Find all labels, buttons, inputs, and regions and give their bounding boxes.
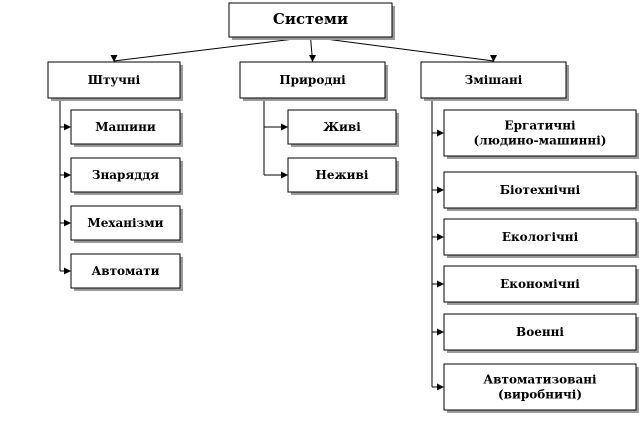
- category-natural-child-1: Неживі: [287, 157, 399, 195]
- category-mixed-child-2-frame: [443, 218, 637, 256]
- category-artificial-child-3-arrow: [64, 267, 71, 275]
- category-artificial-child-0-frame: [70, 109, 181, 145]
- category-natural: Природні: [239, 61, 388, 101]
- category-mixed-child-5-arrow: [437, 383, 444, 391]
- category-natural-child-0-frame: [287, 109, 397, 145]
- category-natural-frame: [239, 61, 386, 99]
- category-natural-child-1-label: Неживі: [316, 168, 369, 182]
- category-artificial-frame: [47, 61, 181, 99]
- root-node-frame: [228, 2, 393, 38]
- category-artificial-child-1-arrow: [64, 171, 71, 179]
- category-mixed-link: [310, 36, 494, 62]
- category-mixed-child-0-label: Ергатичні(людино-машинні): [474, 118, 607, 147]
- category-artificial-child-3-label: Автомати: [91, 264, 159, 278]
- category-mixed-child-2-label: Екологічні: [502, 230, 579, 244]
- category-natural-child-1-arrow: [281, 171, 288, 179]
- category-artificial-link: [113, 36, 311, 62]
- category-artificial-child-0: Машини: [70, 109, 183, 147]
- category-mixed-child-3-frame: [443, 265, 637, 303]
- category-artificial-child-3-frame: [70, 253, 181, 289]
- category-artificial: Штучні: [47, 61, 183, 101]
- category-natural-child-1-frame: [287, 157, 397, 193]
- category-natural-arrow: [309, 55, 316, 62]
- category-mixed-child-0: Ергатичні(людино-машинні): [443, 109, 639, 159]
- category-artificial-child-1-label: Знаряддя: [92, 168, 159, 182]
- category-mixed-child-0-arrow: [437, 129, 444, 137]
- category-natural-label: Природні: [279, 73, 346, 87]
- category-mixed-child-3: Економічні: [443, 265, 639, 305]
- category-mixed-child-3-label: Економічні: [500, 277, 580, 291]
- category-mixed-child-0-frame: [443, 109, 637, 157]
- category-mixed-child-5-label: Автоматизовані(виробничі): [483, 372, 597, 401]
- category-mixed-child-4-label: Военні: [516, 325, 564, 339]
- nodes: СистемиШтучніМашиниЗнаряддяМеханізмиАвто…: [47, 2, 639, 413]
- category-mixed-child-5-frame: [443, 363, 637, 411]
- root-node: Системи: [228, 2, 395, 40]
- category-mixed-child-4-frame: [443, 313, 637, 351]
- category-artificial-child-0-arrow: [64, 123, 71, 131]
- category-mixed-label: Змішані: [465, 73, 523, 87]
- category-natural-child-0-arrow: [281, 123, 288, 131]
- category-mixed-child-1-arrow: [437, 186, 444, 194]
- category-artificial-child-1: Знаряддя: [70, 157, 183, 195]
- category-mixed-child-4-arrow: [437, 328, 444, 336]
- category-natural-child-0-label: Живі: [323, 120, 361, 134]
- category-mixed-child-1-frame: [443, 171, 637, 209]
- category-mixed-child-2: Екологічні: [443, 218, 639, 258]
- category-artificial-child-3: Автомати: [70, 253, 183, 291]
- category-mixed-child-4: Военні: [443, 313, 639, 353]
- category-artificial-child-2-frame: [70, 205, 181, 241]
- category-artificial-child-2: Механізми: [70, 205, 183, 243]
- root-node-label: Системи: [273, 10, 348, 28]
- category-mixed-child-3-arrow: [437, 280, 444, 288]
- category-artificial-child-2-arrow: [64, 219, 71, 227]
- category-mixed-child-5: Автоматизовані(виробничі): [443, 363, 639, 413]
- connectors: [59, 36, 497, 391]
- category-artificial-arrow: [110, 55, 118, 62]
- category-mixed-arrow: [490, 55, 497, 62]
- category-artificial-child-2-label: Механізми: [87, 216, 163, 230]
- category-mixed-child-1: Біотехнічні: [443, 171, 639, 211]
- category-natural-child-0: Живі: [287, 109, 399, 147]
- category-mixed: Змішані: [420, 61, 569, 101]
- category-artificial-label: Штучні: [88, 73, 141, 87]
- category-mixed-child-1-label: Біотехнічні: [500, 183, 581, 197]
- category-artificial-child-1-frame: [70, 157, 181, 193]
- category-mixed-child-2-arrow: [437, 233, 444, 241]
- category-mixed-frame: [420, 61, 567, 99]
- category-artificial-child-0-label: Машини: [95, 120, 156, 134]
